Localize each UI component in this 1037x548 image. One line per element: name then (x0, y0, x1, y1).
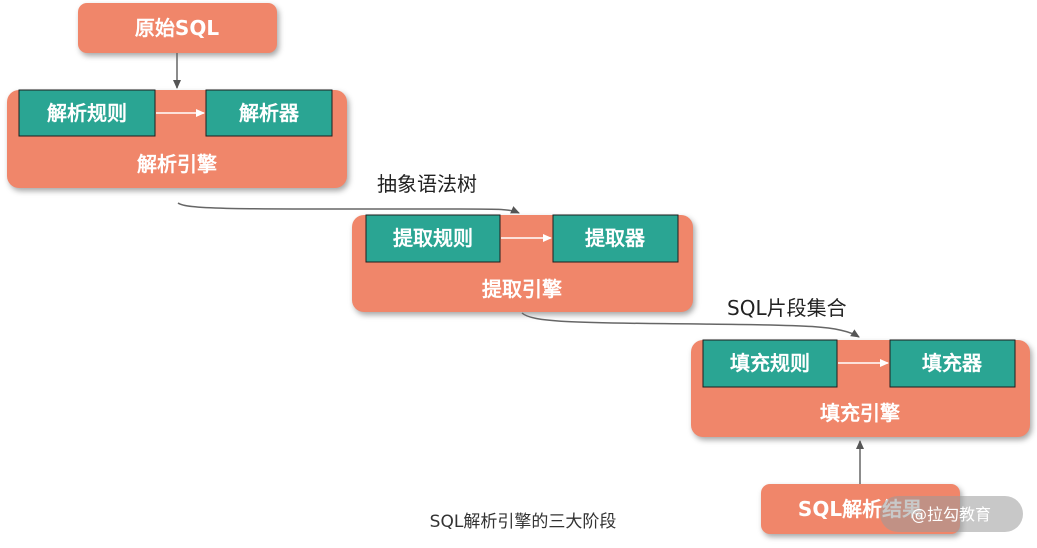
extract-engine-node: 提取规则 提取器 提取引擎 (352, 214, 693, 312)
source-sql-label: 原始SQL (135, 16, 219, 40)
fill-rule-box (702, 339, 838, 388)
extractor-label: 提取器 (585, 226, 646, 250)
fill-engine-label: 填充引擎 (820, 401, 900, 425)
filler-label: 填充器 (922, 351, 983, 375)
ast-label: 抽象语法树 (377, 172, 477, 196)
arrow-parse-to-extract (177, 202, 520, 214)
extract-rule-label: 提取规则 (393, 226, 473, 250)
fill-rule-label: 填充规则 (730, 351, 810, 375)
parse-engine-node: 解析规则 解析器 解析引擎 (7, 89, 347, 188)
sql-fragments-label: SQL片段集合 (727, 296, 847, 320)
parse-rule-label: 解析规则 (47, 101, 127, 125)
fill-engine-node: 填充规则 填充器 填充引擎 (691, 339, 1030, 437)
parser-box (205, 89, 333, 137)
arrow-extract-to-fill (521, 312, 860, 338)
parse-engine-label: 解析引擎 (137, 152, 217, 176)
extractor-box (552, 214, 679, 263)
parser-label: 解析器 (239, 101, 300, 125)
parse-rule-box (18, 89, 156, 137)
diagram-caption: SQL解析引擎的三大阶段 (430, 512, 617, 532)
watermark-text: @拉勾教育 (911, 505, 991, 524)
filler-box (889, 339, 1016, 388)
watermark: @拉勾教育 (880, 496, 1023, 532)
source-sql-node: 原始SQL (78, 3, 277, 53)
extract-engine-label: 提取引擎 (482, 277, 562, 301)
extract-rule-box (365, 214, 501, 263)
